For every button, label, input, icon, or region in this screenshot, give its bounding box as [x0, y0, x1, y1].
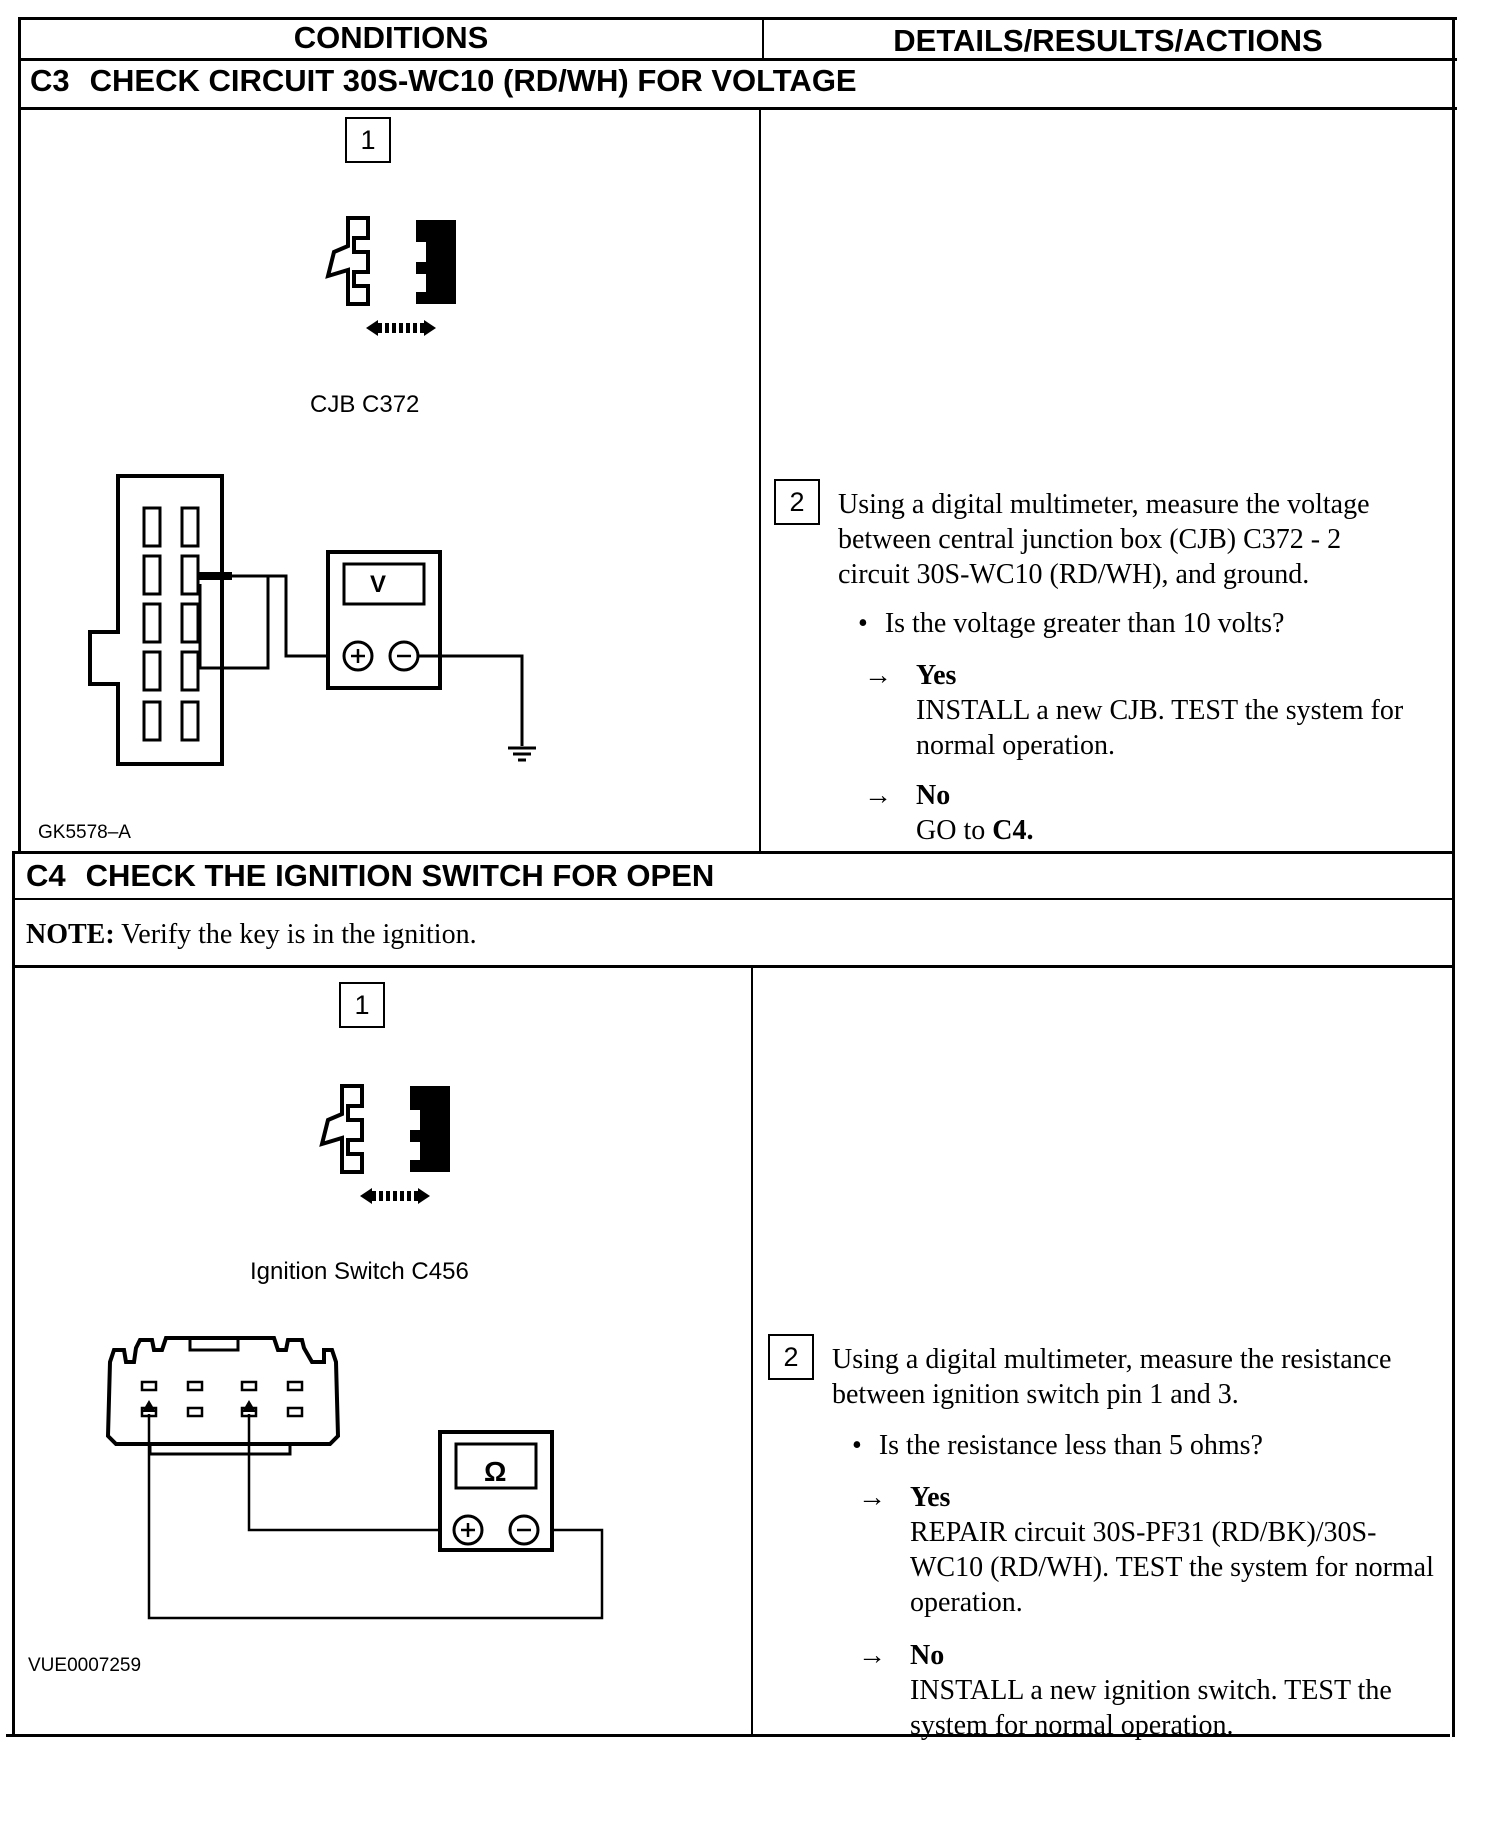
disconnect-connector-icon [325, 216, 456, 336]
table-left-border-upper [18, 17, 21, 854]
c4-instruction: Using a digital multimeter, measure the … [832, 1344, 1392, 1410]
c4-ohmmeter-symbol: Ω [484, 1456, 507, 1487]
c3-section-heading: CHECK CIRCUIT 30S-WC10 (RD/WH) FOR VOLTA… [89, 63, 857, 98]
c3-no-action: GO to C4. [916, 815, 1034, 846]
c3-yes-action: INSTALL a new CJB. TEST the system for n… [916, 695, 1404, 761]
column-divider-header [762, 17, 764, 60]
header-bottom-border [18, 58, 1457, 61]
c4-no-action: INSTALL a new ignition switch. TEST the … [910, 1675, 1392, 1741]
header-details: DETAILS/RESULTS/ACTIONS [893, 23, 1323, 58]
disconnect-connector-icon [319, 1084, 450, 1204]
c3-title-bottom-border [18, 107, 1457, 110]
bullet-icon: • [858, 608, 868, 639]
c4-answer-no: → No INSTALL a new ignition switch. TEST… [858, 1638, 1410, 1743]
header-conditions: CONDITIONS [293, 20, 489, 55]
arrow-right-icon: → [858, 1640, 886, 1671]
column-divider-c4 [751, 965, 753, 1735]
c4-note-label: NOTE: [26, 919, 115, 950]
table-right-border [1452, 17, 1455, 1737]
c4-note-text: Verify the key is in the ignition. [114, 919, 477, 950]
c4-figure-id: VUE0007259 [28, 1655, 142, 1676]
c3-bottom-border [14, 851, 1454, 854]
table-top-border [18, 17, 1457, 20]
table-left-border-lower [12, 851, 15, 1736]
c4-section-heading: CHECK THE IGNITION SWITCH FOR OPEN [85, 858, 715, 893]
table-bottom-border [6, 1734, 1450, 1737]
c3-instruction: Using a digital multimeter, measure the … [838, 489, 1370, 590]
c4-step2-number: 2 [768, 1334, 814, 1380]
c4-ohmmeter-diagram [105, 1336, 604, 1620]
c3-no-action-target: C4. [992, 815, 1034, 846]
c4-yes-action: REPAIR circuit 30S-PF31 (RD/BK)/30S-WC10… [910, 1517, 1434, 1618]
c4-answer-yes: → Yes REPAIR circuit 30S-PF31 (RD/BK)/30… [858, 1480, 1440, 1620]
note-bottom-border [12, 965, 1454, 968]
c3-yes-label: Yes [916, 660, 957, 691]
arrow-right-icon: → [864, 660, 892, 691]
arrow-right-icon: → [858, 1482, 886, 1513]
c4-no-label: No [910, 1640, 945, 1671]
c3-step2-number: 2 [774, 479, 820, 525]
c4-section-title: C4 CHECK THE IGNITION SWITCH FOR OPEN [26, 858, 714, 894]
c3-question: • Is the voltage greater than 10 volts? [858, 608, 1285, 639]
c4-step1-number: 1 [339, 982, 385, 1028]
column-divider-c3 [759, 107, 761, 852]
c3-connector-label: CJB C372 [310, 391, 420, 418]
c4-connector-label: Ignition Switch C456 [250, 1258, 469, 1285]
c3-answer-yes: → Yes INSTALL a new CJB. TEST the system… [864, 658, 1416, 763]
c4-yes-label: Yes [910, 1482, 951, 1513]
arrow-right-icon: → [864, 780, 892, 811]
c4-note: NOTE: Verify the key is in the ignition. [26, 919, 477, 951]
c4-section-id: C4 [26, 858, 66, 893]
c3-section-id: C3 [30, 63, 70, 98]
c4-title-bottom-border [14, 898, 1454, 900]
c3-answer-no: → No GO to C4. [864, 778, 1416, 848]
c3-voltmeter-diagram [88, 474, 536, 766]
c3-figure-id: GK5578–A [38, 822, 131, 843]
c3-no-label: No [916, 780, 951, 811]
c3-section-title: C3 CHECK CIRCUIT 30S-WC10 (RD/WH) FOR VOL… [30, 63, 857, 99]
c4-question: • Is the resistance less than 5 ohms? [852, 1430, 1263, 1461]
c3-voltmeter-symbol: V [370, 571, 387, 598]
c3-step1-number: 1 [345, 117, 391, 163]
bullet-icon: • [852, 1430, 862, 1461]
